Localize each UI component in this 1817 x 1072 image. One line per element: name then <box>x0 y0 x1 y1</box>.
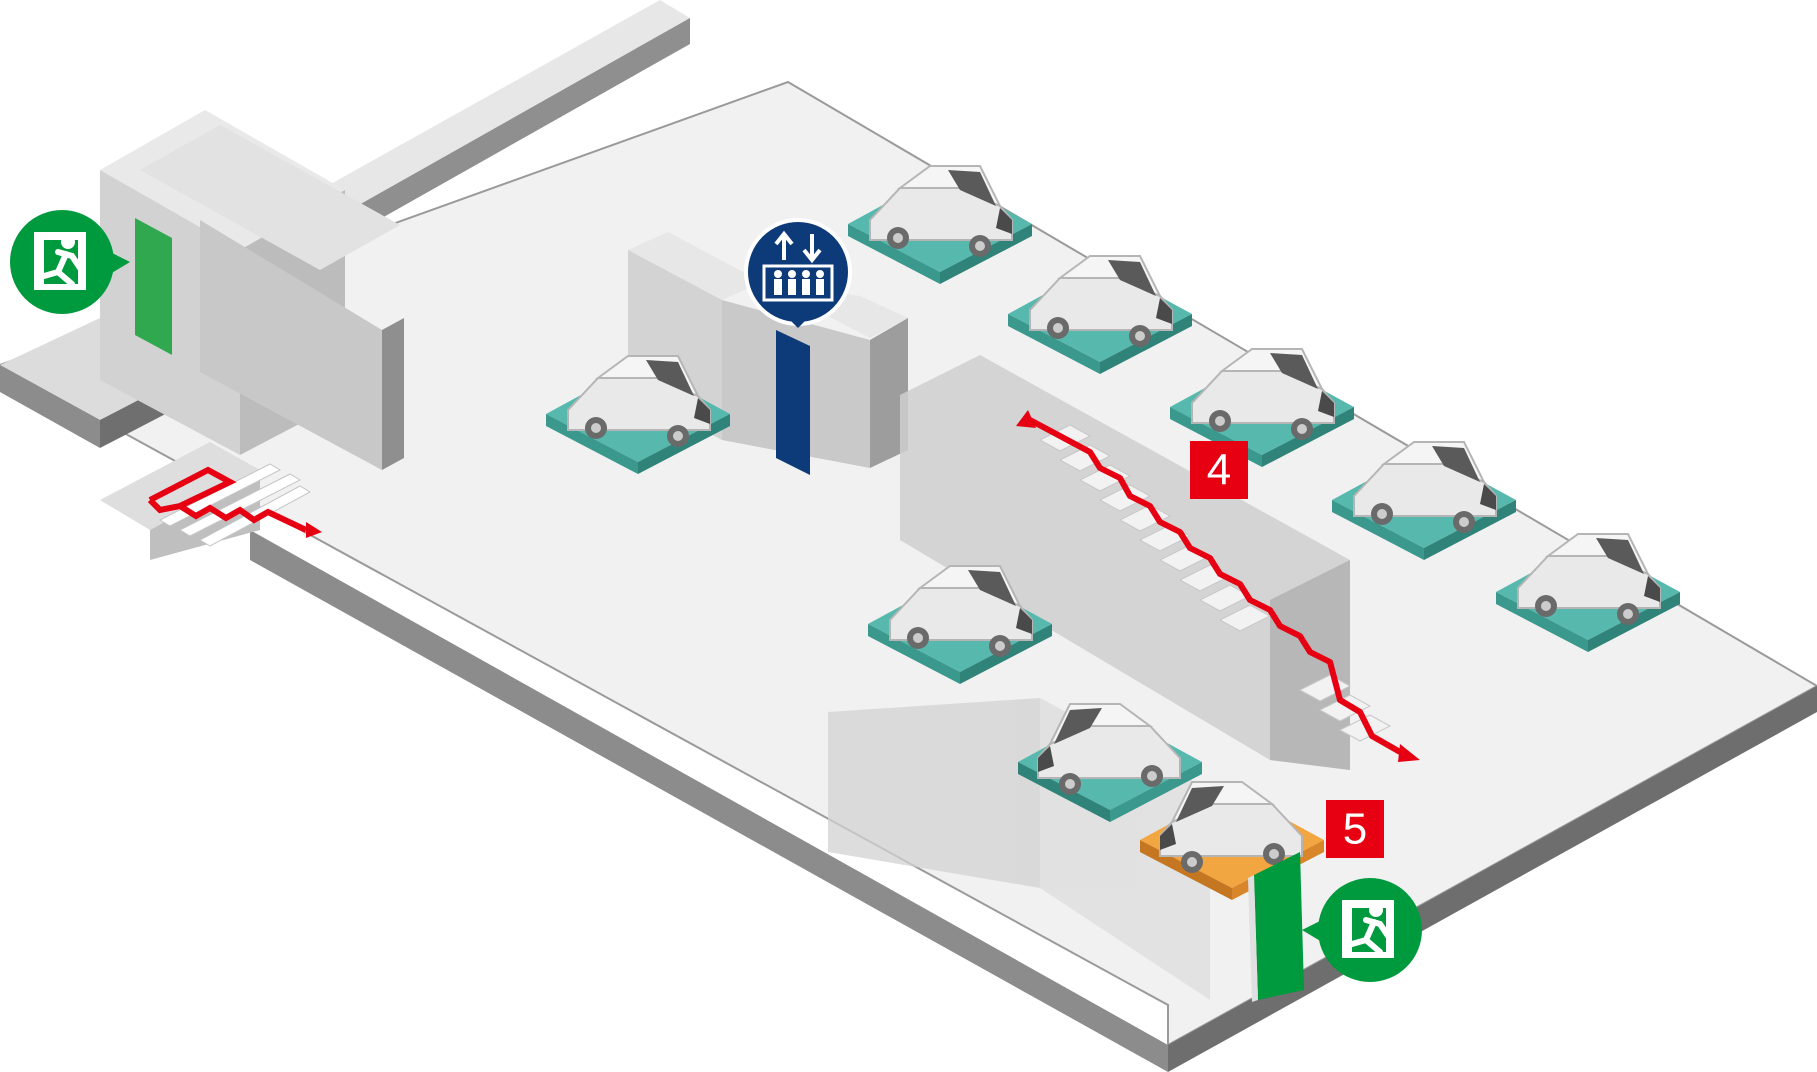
elevator-icon <box>744 218 852 328</box>
exit-door-left <box>135 218 172 355</box>
upper-left-structure <box>0 0 690 470</box>
route-arrow-icon <box>147 466 308 533</box>
exit-door-right <box>1248 852 1304 1002</box>
marker-4: 4 <box>1190 441 1248 499</box>
elevator-door <box>776 330 810 475</box>
marker-5-label: 5 <box>1343 805 1367 854</box>
route-arrow-icon <box>1028 417 1402 755</box>
floor-edge-right <box>1168 686 1817 1072</box>
marker-5: 5 <box>1326 800 1384 858</box>
emergency-exit-icon <box>1302 878 1422 982</box>
emergency-exit-icon <box>10 210 130 314</box>
floor-edge-left <box>250 530 1168 1072</box>
marker-4-label: 4 <box>1207 446 1231 495</box>
stair-route-left <box>100 442 322 560</box>
stair-block <box>900 355 1420 770</box>
